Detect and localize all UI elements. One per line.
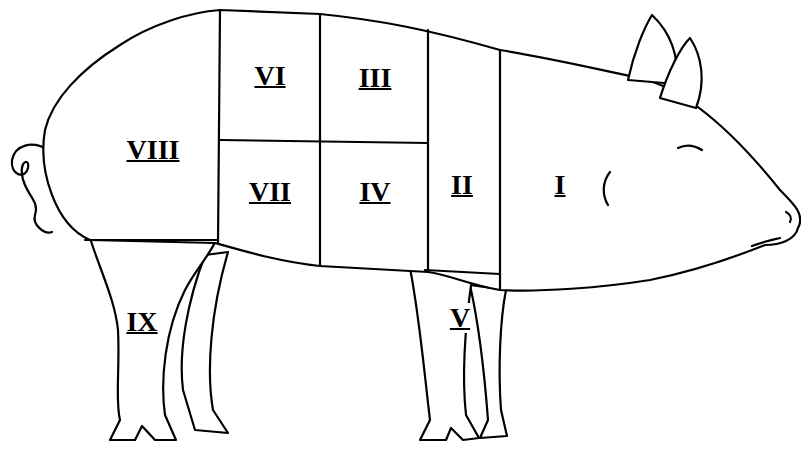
cut-line	[425, 270, 500, 274]
cut-number: VI	[252, 61, 287, 91]
eye	[678, 146, 702, 150]
cut-line	[85, 239, 218, 241]
cut-line	[499, 50, 501, 290]
cut-number: II	[449, 170, 475, 200]
cheek-line	[604, 172, 610, 205]
cut-number: I	[553, 170, 568, 200]
front-ear	[660, 38, 702, 108]
cut-line	[220, 140, 428, 143]
cut-number: IV	[357, 177, 392, 207]
far-front-leg	[470, 285, 507, 438]
cut-line	[427, 30, 429, 272]
cut-line	[218, 10, 220, 243]
mouth	[752, 238, 780, 246]
cut-number: IX	[124, 307, 159, 337]
cut-number: VIII	[125, 135, 182, 165]
cut-number: VII	[247, 177, 293, 207]
cut-number: V	[448, 303, 472, 333]
nostril	[786, 212, 791, 222]
near-front-leg	[410, 268, 479, 440]
cut-number: III	[357, 63, 394, 93]
cut-line	[319, 14, 321, 266]
pig-body	[43, 10, 800, 291]
near-hind-leg	[90, 238, 216, 440]
